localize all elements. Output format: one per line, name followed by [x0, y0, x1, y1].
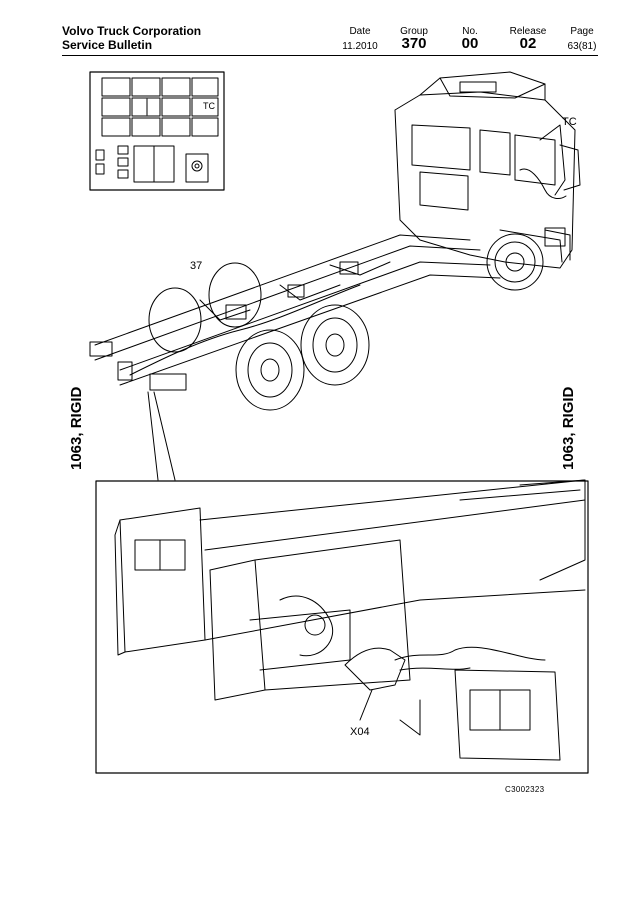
page-number: 63(81): [567, 41, 597, 52]
side-label-left: 1063, RIGID: [68, 386, 85, 470]
group-label: Group: [400, 26, 428, 37]
header-rule: [62, 55, 598, 56]
connector-callout: X04: [350, 726, 370, 738]
chassis-frame: [89, 234, 501, 391]
date-value: 11.2010: [342, 41, 378, 52]
number-label: No.: [462, 26, 478, 37]
document-type: Service Bulletin: [62, 38, 153, 52]
rear-wheels: [148, 262, 370, 411]
detail-frame: [95, 480, 589, 774]
page-label: Page: [570, 26, 594, 37]
leader-line: [147, 391, 159, 481]
image-code: C3002323: [505, 785, 545, 794]
release-value: 02: [519, 35, 537, 52]
chassis-callout: 37: [190, 260, 203, 272]
truck-cab: [394, 71, 581, 291]
detail-drawing: [114, 479, 586, 761]
group-value: 370: [401, 35, 427, 52]
fuse-panel-label: TC: [203, 101, 215, 111]
cab-callout: TC: [562, 116, 577, 128]
leader-line: [153, 391, 176, 481]
number-value: 00: [461, 35, 479, 52]
company-name: Volvo Truck Corporation: [62, 24, 202, 38]
fuse-panel-inset: [89, 71, 225, 191]
date-label: Date: [349, 26, 371, 37]
release-label: Release: [509, 26, 547, 37]
side-label-right: 1063, RIGID: [560, 386, 577, 470]
